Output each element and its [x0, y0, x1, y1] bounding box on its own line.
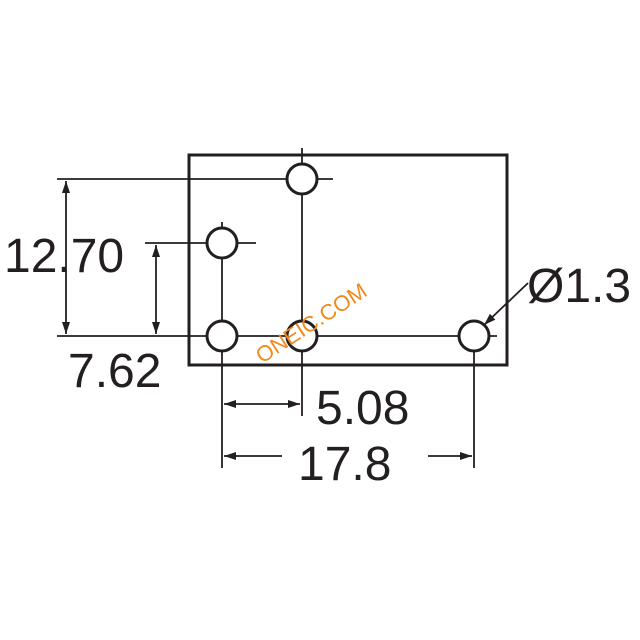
pin-hole-bottom-center [285, 319, 319, 353]
dimension-label-height-inner: 7.62 [68, 345, 161, 398]
dimension-label-width-overall: 17.8 [298, 438, 391, 491]
dimension-label-pin-pitch: 5.08 [316, 382, 409, 435]
pin-hole-mid-left [205, 226, 239, 260]
leader-arrow-hole-diameter [483, 282, 529, 326]
dimension-label-height-overall: 12.70 [4, 230, 124, 283]
dimension-label-hole-diameter: Ø1.3 [527, 260, 631, 313]
pin-hole-top [285, 162, 319, 196]
relay-body-outline [187, 153, 509, 367]
pin-hole-bottom-left [205, 319, 239, 353]
pin-hole-bottom-right [457, 319, 491, 353]
